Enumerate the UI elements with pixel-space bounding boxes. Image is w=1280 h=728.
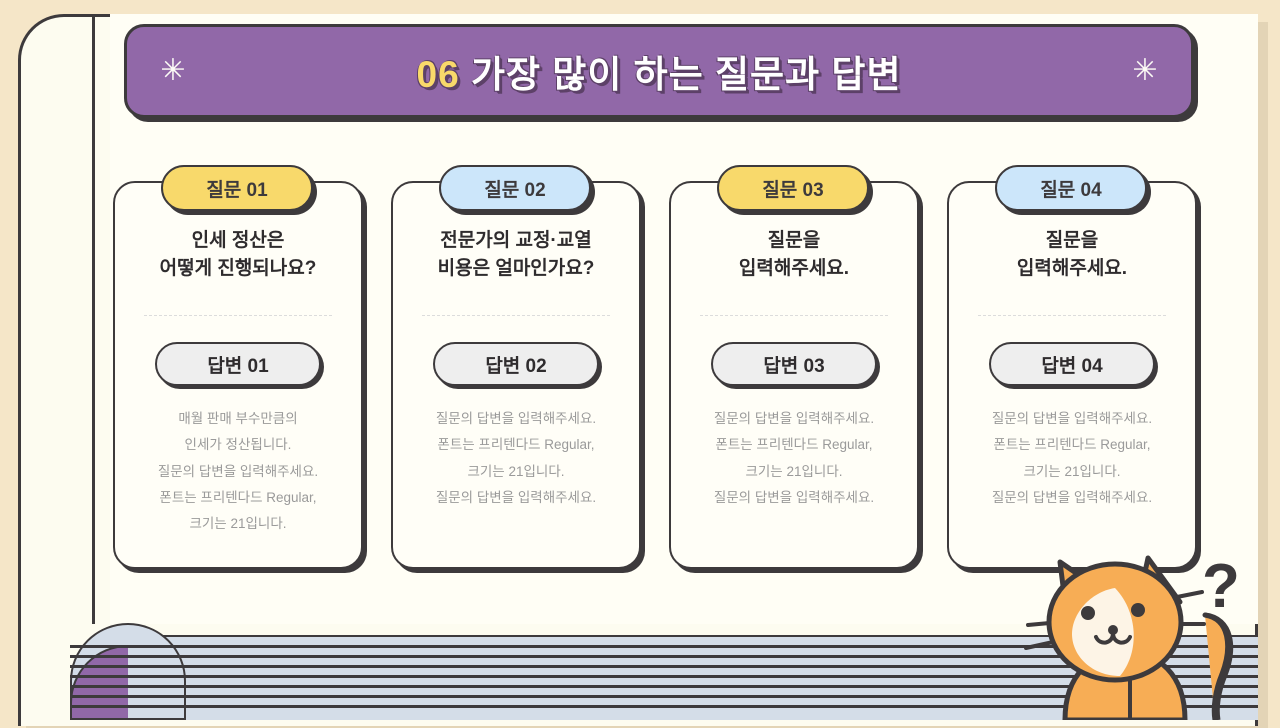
title-banner: ✳ 06 가장 많이 하는 질문과 답변 ✳ [124,24,1194,118]
question-badge: 질문 03 [717,165,869,211]
card-body: 질문을 입력해주세요. 답변 04 질문의 답변을 입력해주세요. 폰트는 프리… [947,181,1197,569]
question-badge: 질문 01 [161,165,313,211]
section-title-text: 가장 많이 하는 질문과 답변 [470,54,902,95]
answer-body-text: 질문의 답변을 입력해주세요. 폰트는 프리텐다드 Regular, 크기는 2… [991,411,1153,505]
page-stripe [70,695,1258,698]
card-body: 인세 정산은 어떻게 진행되나요? 답변 01 매월 판매 부수만큼의 인세가 … [113,181,363,569]
question-text: 질문을 입력해주세요. [738,230,850,279]
question-text: 전문가의 교정·교열 비용은 얼마인가요? [437,230,595,279]
answer-label: 답변 03 [711,342,877,386]
faq-card[interactable]: 질문을 입력해주세요. 답변 03 질문의 답변을 입력해주세요. 폰트는 프리… [669,165,923,590]
answer-body-text: 질문의 답변을 입력해주세요. 폰트는 프리텐다드 Regular, 크기는 2… [713,411,875,505]
card-divider [978,315,1166,316]
cat-mascot-icon [1024,555,1234,720]
asterisk-icon-left: ✳ [160,54,186,87]
answer-label: 답변 02 [433,342,599,386]
card-body: 전문가의 교정·교열 비용은 얼마인가요? 답변 02 질문의 답변을 입력해주… [391,181,641,569]
question-mark-icon: ? [1202,552,1240,621]
card-body: 질문을 입력해주세요. 답변 03 질문의 답변을 입력해주세요. 폰트는 프리… [669,181,919,569]
answer-pill-wrap: 답변 02 [433,342,602,389]
card-divider [422,315,610,316]
answer-label: 답변 01 [155,342,321,386]
question-badge: 질문 02 [439,165,591,211]
book-spine-line [92,14,95,624]
answer-pill-wrap: 답변 04 [989,342,1158,389]
page-stripe [70,655,1258,658]
page-title: 06 가장 많이 하는 질문과 답변 [193,44,1125,98]
answer-body-text: 매월 판매 부수만큼의 인세가 정산됩니다. 질문의 답변을 입력해주세요. 폰… [157,411,319,532]
answer-pill-wrap: 답변 01 [155,342,324,389]
faq-card[interactable]: 전문가의 교정·교열 비용은 얼마인가요? 답변 02 질문의 답변을 입력해주… [391,165,645,590]
question-text: 인세 정산은 어떻게 진행되나요? [159,230,317,279]
page-stripe [70,675,1258,678]
page-stripe [70,645,1258,648]
answer-label: 답변 04 [989,342,1155,386]
page-stripe [70,705,1258,708]
faq-card[interactable]: 질문을 입력해주세요. 답변 04 질문의 답변을 입력해주세요. 폰트는 프리… [947,165,1201,590]
answer-body-text: 질문의 답변을 입력해주세요. 폰트는 프리텐다드 Regular, 크기는 2… [435,411,597,505]
faq-card-list: 인세 정산은 어떻게 진행되나요? 답변 01 매월 판매 부수만큼의 인세가 … [110,165,1201,590]
faq-card[interactable]: 인세 정산은 어떻게 진행되나요? 답변 01 매월 판매 부수만큼의 인세가 … [113,165,367,590]
answer-pill-wrap: 답변 03 [711,342,880,389]
question-badge: 질문 04 [995,165,1147,211]
page-stripe [70,685,1258,688]
card-divider [700,315,888,316]
question-text: 질문을 입력해주세요. [1016,230,1128,279]
card-divider [144,315,332,316]
page-stripe [70,665,1258,668]
section-number: 06 [416,54,460,95]
asterisk-icon-right: ✳ [1132,54,1158,87]
